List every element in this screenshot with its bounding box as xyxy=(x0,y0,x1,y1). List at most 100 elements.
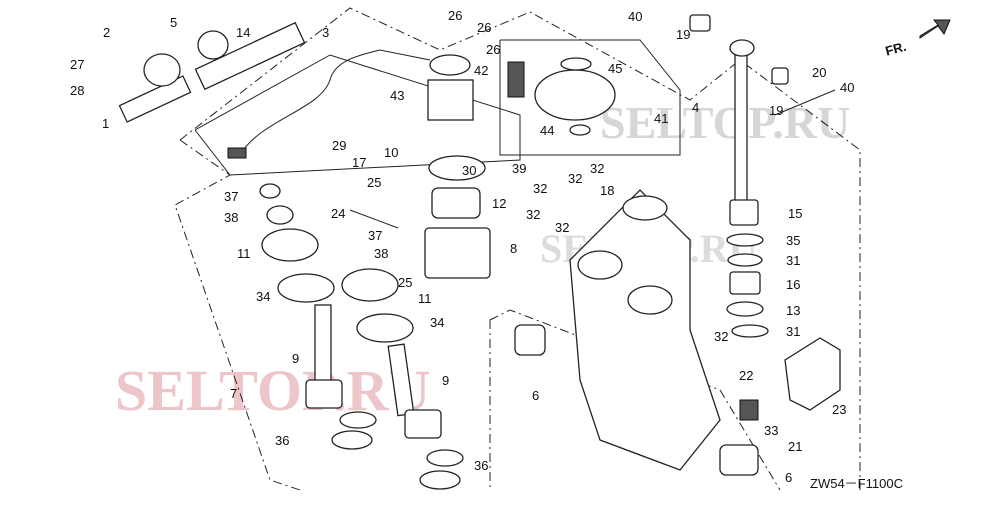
shaft-eye xyxy=(729,39,755,57)
oring-part xyxy=(277,273,335,303)
part-number-callout: 22 xyxy=(739,368,753,383)
part-number-callout: 5 xyxy=(170,15,177,30)
part-number-callout: 9 xyxy=(292,351,299,366)
bushing-part xyxy=(771,67,789,85)
ring-part xyxy=(731,324,769,338)
part-number-callout: 25 xyxy=(398,275,412,290)
oring-part xyxy=(356,313,414,343)
seal-part xyxy=(259,183,281,199)
ring-part xyxy=(727,253,763,267)
part-number-callout: 32 xyxy=(526,207,540,222)
subassembly-box xyxy=(499,39,681,156)
oring-part xyxy=(560,57,592,71)
part-number-callout: 34 xyxy=(430,315,444,330)
part-number-callout: 36 xyxy=(275,433,289,448)
piston-part xyxy=(305,379,343,409)
wire-lead xyxy=(239,49,431,156)
part-number-callout: 16 xyxy=(786,277,800,292)
part-number-callout: 41 xyxy=(654,111,668,126)
diagram-code: ZW54－F1100C xyxy=(810,476,903,491)
part-number-callout: 25 xyxy=(367,175,381,190)
cylinder-cap xyxy=(261,228,319,262)
motor-part xyxy=(427,79,474,121)
piston-part xyxy=(729,271,761,295)
cylinder-cap xyxy=(341,268,399,302)
seal-part xyxy=(569,124,591,136)
shaft-part xyxy=(734,54,748,206)
boundary-line xyxy=(174,139,301,491)
part-number-callout: 36 xyxy=(474,458,488,473)
part-number-callout: 21 xyxy=(788,439,802,454)
bolt-part xyxy=(349,209,399,229)
part-number-callout: 13 xyxy=(786,303,800,318)
grommet-part xyxy=(197,30,229,60)
reservoir-part xyxy=(534,69,616,121)
part-number-callout: 8 xyxy=(510,241,517,256)
boundary-line xyxy=(179,7,861,490)
part-number-callout: 32 xyxy=(590,161,604,176)
part-number-callout: 31 xyxy=(786,324,800,339)
corrugated-hose xyxy=(194,21,306,91)
part-number-callout: 32 xyxy=(533,181,547,196)
valve-body xyxy=(424,227,491,279)
front-arrow-icon xyxy=(919,19,951,39)
ring-part xyxy=(426,449,464,467)
part-number-callout: 29 xyxy=(332,138,346,153)
part-number-callout: 17 xyxy=(352,155,366,170)
piston-part xyxy=(729,199,759,226)
part-number-callout: 15 xyxy=(788,206,802,221)
part-number-callout: 33 xyxy=(764,423,778,438)
seal-part xyxy=(266,205,294,225)
piston-rod xyxy=(314,304,332,386)
part-number-callout: 2 xyxy=(103,25,110,40)
part-number-callout: 40 xyxy=(840,80,854,95)
part-number-callout: 37 xyxy=(224,189,238,204)
part-number-callout: 12 xyxy=(492,196,506,211)
watermark: SELTOP.RU xyxy=(600,97,850,148)
piston-part xyxy=(404,409,442,439)
motor-cap xyxy=(429,54,471,76)
part-number-callout: 26 xyxy=(448,8,462,23)
part-number-callout: 42 xyxy=(474,63,488,78)
part-number-callout: 19 xyxy=(769,103,783,118)
bushing-part xyxy=(514,324,546,356)
part-number-callout: 38 xyxy=(224,210,238,225)
part-number-callout: 40 xyxy=(628,9,642,24)
part-number-callout: 35 xyxy=(786,233,800,248)
case-port xyxy=(577,250,623,280)
oring-part xyxy=(428,155,486,181)
cover-part xyxy=(784,337,841,411)
part-number-callout: 45 xyxy=(608,61,622,76)
gear-part xyxy=(739,399,759,421)
pin-part xyxy=(774,89,836,116)
part-number-callout: 18 xyxy=(600,183,614,198)
ring-part xyxy=(726,233,764,247)
bushing-part xyxy=(689,14,711,32)
part-number-callout: 37 xyxy=(368,228,382,243)
part-number-callout: 6 xyxy=(532,388,539,403)
part-number-callout: 34 xyxy=(256,289,270,304)
ring-part xyxy=(331,430,373,450)
part-number-callout: 19 xyxy=(676,27,690,42)
gear-part xyxy=(507,61,525,98)
part-number-callout: 20 xyxy=(812,65,826,80)
connector-part xyxy=(227,147,247,159)
ring-part xyxy=(339,411,377,429)
part-number-callout: 39 xyxy=(512,161,526,176)
watermark: SELTOP.RU xyxy=(115,358,430,423)
part-number-callout: 11 xyxy=(237,246,251,261)
tube-part xyxy=(118,75,192,123)
part-number-callout: 38 xyxy=(374,246,388,261)
part-number-callout: 9 xyxy=(442,373,449,388)
part-number-callout: 43 xyxy=(390,88,404,103)
part-number-callout: 14 xyxy=(236,25,250,40)
ring-part xyxy=(726,301,764,317)
part-number-callout: 7 xyxy=(230,386,237,401)
part-number-callout: 1 xyxy=(102,116,109,131)
part-number-callout: 32 xyxy=(568,171,582,186)
part-number-callout: 4 xyxy=(692,100,699,115)
front-direction-label: FR. xyxy=(884,39,908,59)
